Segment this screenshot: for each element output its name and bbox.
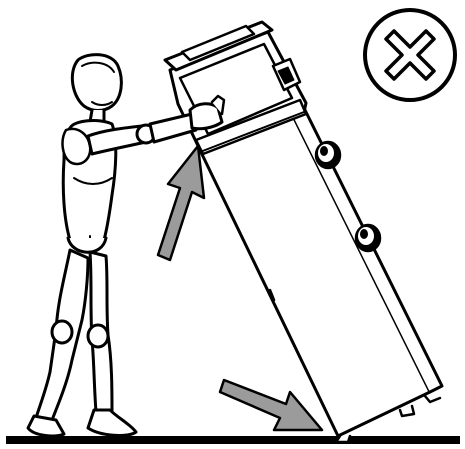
ground-line	[6, 436, 460, 444]
person-foot-right	[88, 410, 136, 435]
person-foot-left	[28, 416, 64, 436]
slide-arrow-icon	[220, 380, 322, 430]
person-figure	[28, 55, 224, 436]
lift-arrow-icon	[158, 146, 204, 260]
person-arm-forearm	[150, 114, 196, 142]
pipe-connection-lower	[356, 225, 380, 251]
prohibited-cross-icon	[365, 10, 455, 100]
pipe-connection-upper	[316, 142, 340, 168]
